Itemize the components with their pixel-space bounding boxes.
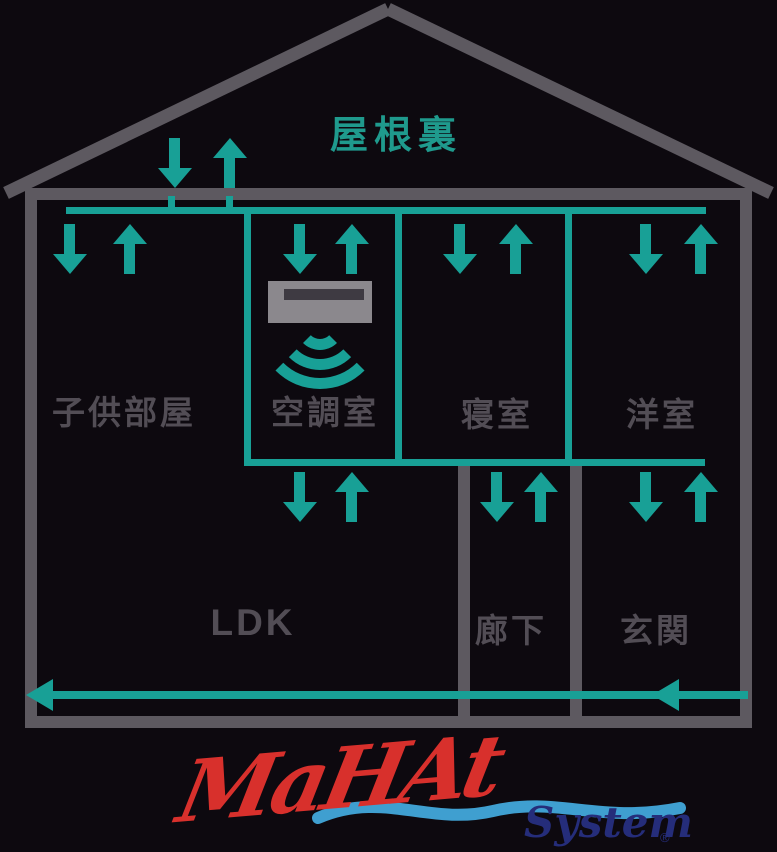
- air-blow-arc-icon: [257, 263, 383, 389]
- room-return-up-arrow: [684, 472, 718, 522]
- room-label-corridor: 廊下: [475, 612, 547, 649]
- mahat-system-logo: MaHAt System ®: [168, 715, 693, 852]
- logo-wave-swoosh: [312, 800, 686, 824]
- underfloor-flow-duct: [48, 691, 748, 699]
- roof-right-slope: [385, 3, 774, 199]
- room-return-up-arrow: [524, 472, 558, 522]
- room-label-kids-room: 子供部屋: [52, 394, 196, 431]
- logo-product-text: System: [524, 798, 693, 847]
- registered-mark: ®: [660, 830, 670, 845]
- attic-duct-stub: [168, 196, 175, 210]
- floor-duct: [244, 459, 705, 466]
- attic-label: 屋根裏: [330, 115, 463, 157]
- room-return-up-arrow: [684, 224, 718, 274]
- attic-ceiling-line: [25, 188, 752, 200]
- room-supply-down-arrow: [629, 472, 663, 522]
- wall-corridor-entrance: [570, 466, 582, 716]
- room-return-up-arrow: [499, 224, 533, 274]
- room-label-entrance: 玄関: [620, 612, 692, 649]
- room-supply-down-arrow: [53, 224, 87, 274]
- room-label-ac-room: 空調室: [271, 394, 379, 431]
- room-return-up-arrow: [113, 224, 147, 274]
- room-supply-down-arrow: [480, 472, 514, 522]
- room-label-western-room: 洋室: [626, 396, 698, 433]
- room-return-up-arrow: [335, 224, 369, 274]
- roof-left-slope: [3, 3, 391, 199]
- attic-duct-stub: [226, 196, 233, 210]
- attic-supply-down-arrow: [158, 138, 192, 188]
- room-supply-down-arrow: [443, 224, 477, 274]
- wall-ldk-corridor: [458, 466, 470, 716]
- right-wall: [740, 188, 752, 728]
- attic-return-up-arrow: [213, 138, 247, 188]
- room-supply-down-arrow: [283, 472, 317, 522]
- floor2-room-separator-duct: [565, 207, 572, 466]
- room-supply-down-arrow: [629, 224, 663, 274]
- left-wall: [25, 188, 37, 728]
- ground-floor-line: [25, 716, 752, 728]
- room-return-up-arrow: [335, 472, 369, 522]
- flow-left-arrowhead: [652, 679, 679, 711]
- flow-left-arrowhead: [26, 679, 53, 711]
- room-label-ldk: LDK: [210, 602, 296, 643]
- room-label-bedroom: 寝室: [461, 396, 533, 433]
- roof-outline: [3, 3, 774, 199]
